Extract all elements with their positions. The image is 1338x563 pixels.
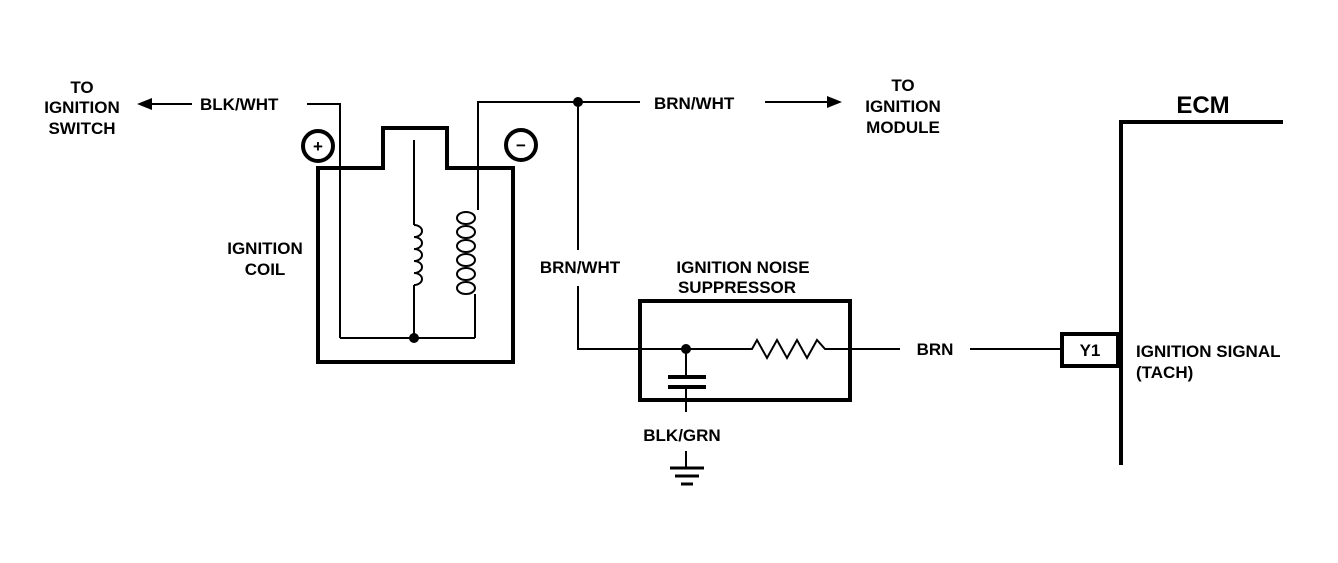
svg-text:MODULE: MODULE <box>866 118 940 137</box>
svg-text:IGNITION: IGNITION <box>227 239 303 258</box>
resistor <box>686 337 850 361</box>
svg-text:SUPPRESSOR: SUPPRESSOR <box>678 278 796 297</box>
svg-text:Y1: Y1 <box>1080 341 1101 360</box>
capacitor <box>668 349 706 412</box>
brn-wire-label: BRN <box>917 340 954 359</box>
ground-icon <box>670 451 704 486</box>
svg-text:IGNITION NOISE: IGNITION NOISE <box>676 258 809 277</box>
ignition-coil-label: IGNITION COIL <box>227 239 303 279</box>
y1-connector: Y1 <box>1060 332 1120 368</box>
blk-wht-wire <box>307 103 341 338</box>
noise-suppressor-box <box>638 299 852 402</box>
coil-negative-wire <box>477 101 640 210</box>
svg-text:−: − <box>516 136 526 155</box>
ecm-boundary <box>1119 120 1283 465</box>
brn-wht-top-label: BRN/WHT <box>654 94 735 113</box>
to-ignition-switch-label: TO IGNITION SWITCH <box>44 78 120 138</box>
to-ignition-module-label: TO IGNITION MODULE <box>865 76 941 137</box>
svg-text:(TACH): (TACH) <box>1136 363 1193 382</box>
svg-text:IGNITION: IGNITION <box>44 98 120 117</box>
coil-junction-dot <box>409 333 419 343</box>
ignition-signal-label: IGNITION SIGNAL (TACH) <box>1136 342 1281 382</box>
brn-wht-vertical-wire-lower <box>577 286 686 350</box>
svg-text:IGNITION SIGNAL: IGNITION SIGNAL <box>1136 342 1281 361</box>
negative-terminal: − <box>504 128 538 162</box>
blk-grn-label: BLK/GRN <box>643 426 720 445</box>
svg-text:IGNITION: IGNITION <box>865 97 941 116</box>
ecm-label: ECM <box>1176 92 1229 119</box>
brn-wht-side-label: BRN/WHT <box>540 258 621 277</box>
secondary-winding <box>456 211 476 338</box>
primary-winding <box>413 140 423 338</box>
svg-text:TO: TO <box>70 78 93 97</box>
svg-text:TO: TO <box>891 76 914 95</box>
svg-text:+: + <box>313 137 323 156</box>
svg-text:SWITCH: SWITCH <box>48 119 115 138</box>
positive-terminal: + <box>301 129 335 163</box>
noise-suppressor-label: IGNITION NOISE SUPPRESSOR <box>676 258 809 297</box>
arrow-to-ignition-switch <box>137 98 192 110</box>
blk-wht-wire-label: BLK/WHT <box>200 95 279 114</box>
arrow-to-ignition-module <box>765 96 842 108</box>
svg-text:COIL: COIL <box>245 260 286 279</box>
ignition-coil-housing <box>316 126 515 364</box>
